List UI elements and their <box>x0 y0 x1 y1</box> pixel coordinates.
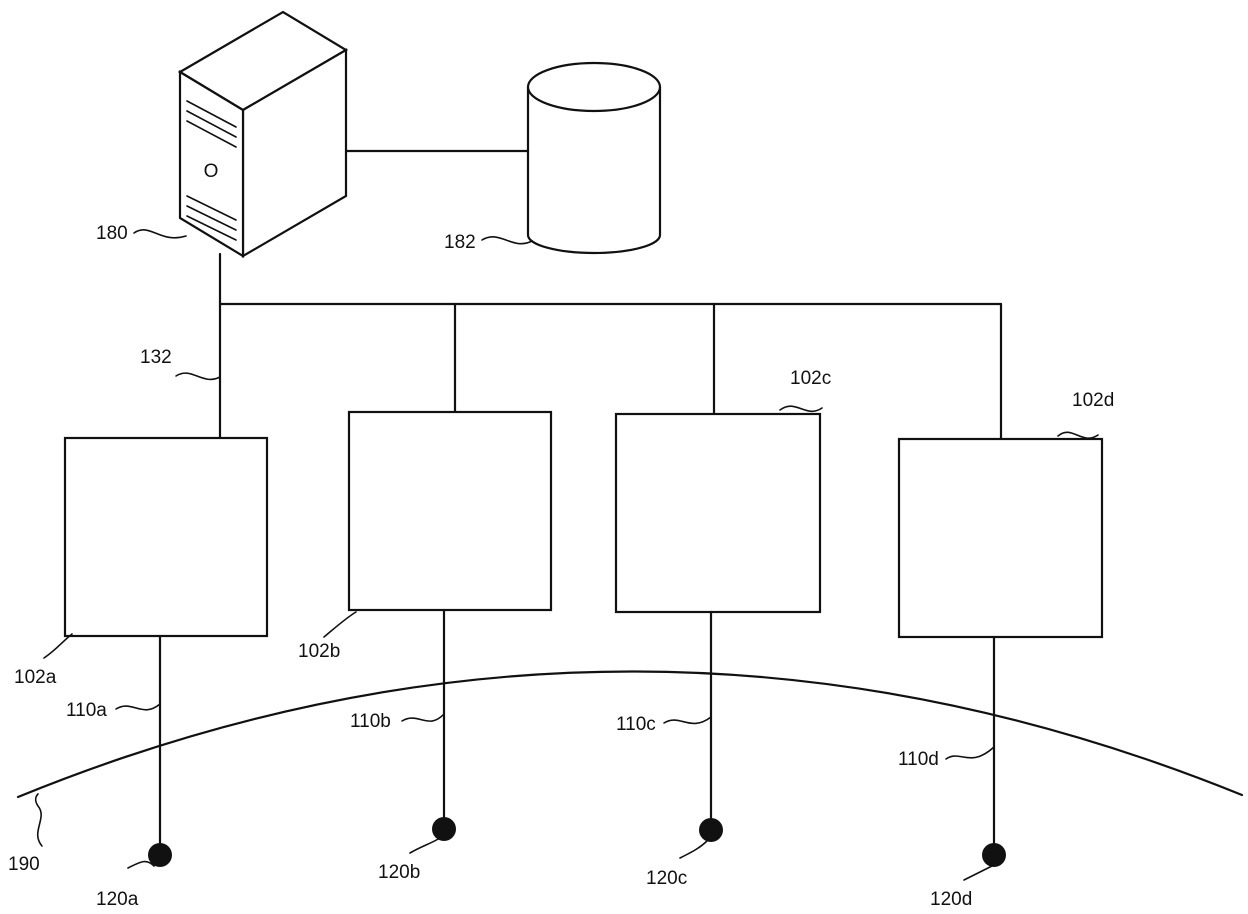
network-bus <box>218 252 1003 441</box>
sensor-dot-120c <box>699 818 723 842</box>
sensor-dot-120d <box>982 843 1006 867</box>
surface-curve <box>16 670 1244 799</box>
label-device-d: 102d <box>1072 390 1114 411</box>
label-database: 182 <box>444 232 476 253</box>
label-surface: 190 <box>8 854 40 875</box>
label-device-a: 102a <box>14 667 57 688</box>
label-lead-b: 110b <box>350 711 391 732</box>
device-box-102d <box>897 437 1104 639</box>
label-server: 180 <box>96 223 128 244</box>
device-box-102c <box>614 412 822 614</box>
server-icon: O <box>177 10 349 258</box>
leader-lines <box>34 229 1099 881</box>
label-lead-d: 110d <box>898 749 939 770</box>
label-sensor-b: 120b <box>378 862 420 883</box>
server-power-symbol: O <box>204 161 219 182</box>
label-lead-a: 110a <box>66 700 107 721</box>
label-lead-c: 110c <box>616 714 656 735</box>
label-device-c: 102c <box>790 368 831 389</box>
device-box-102a <box>63 436 269 638</box>
label-network-bus: 132 <box>140 347 172 368</box>
label-sensor-a: 120a <box>96 889 139 910</box>
database-icon <box>526 61 662 255</box>
sensor-dot-120b <box>432 817 456 841</box>
label-sensor-c: 120c <box>646 868 687 889</box>
device-box-102b <box>347 410 553 612</box>
sensor-dot-120a <box>148 843 172 867</box>
label-device-b: 102b <box>298 641 340 662</box>
label-sensor-d: 120d <box>930 889 972 910</box>
